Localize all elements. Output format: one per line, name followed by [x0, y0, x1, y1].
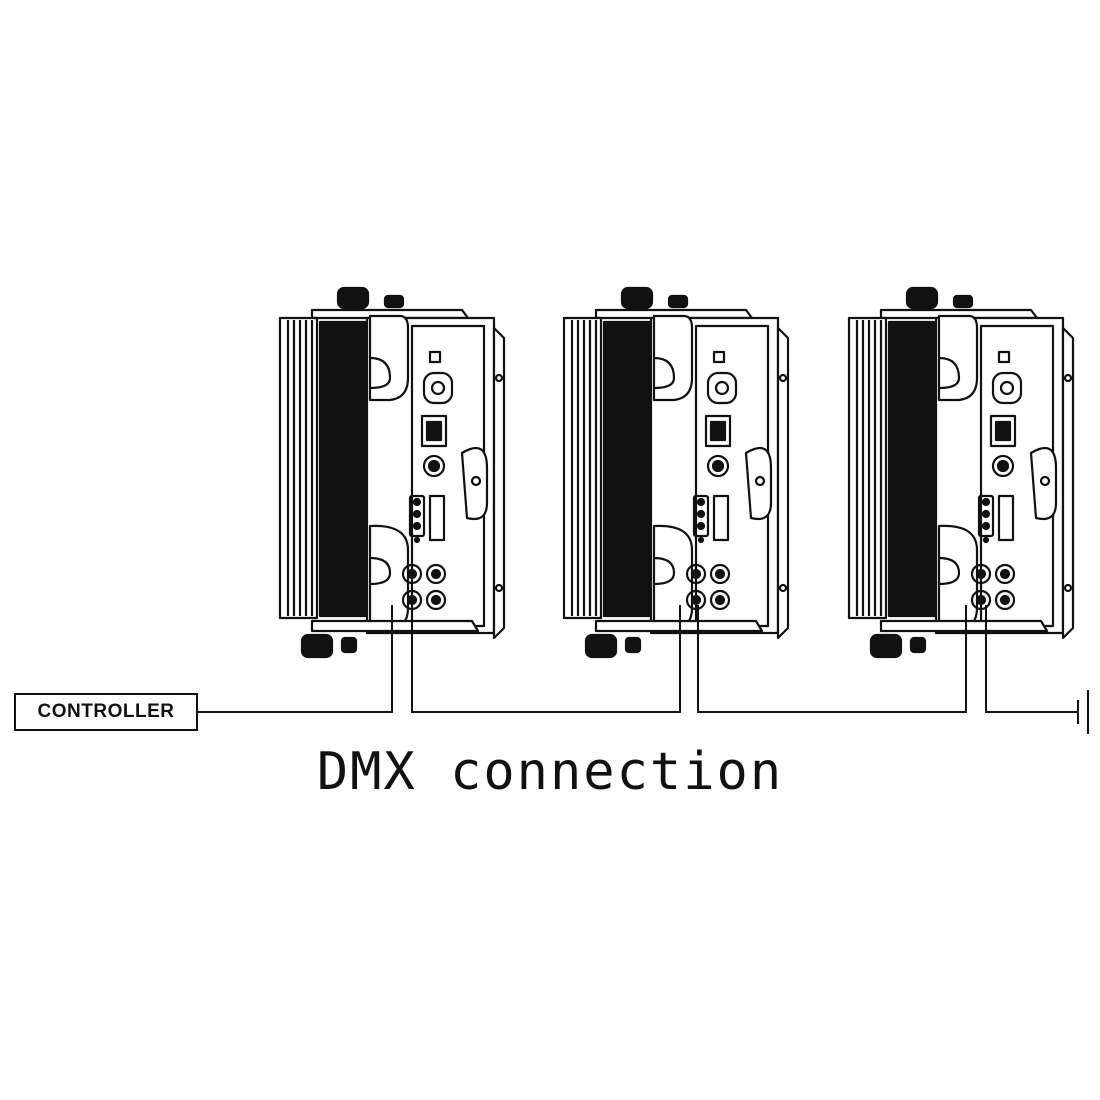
fixture-3 — [847, 286, 1075, 659]
fixture-3-to-terminator-cable — [985, 605, 1078, 713]
fixture-1-to-fixture-2-cable — [411, 605, 681, 713]
fixture-1 — [278, 286, 506, 659]
fixture-2 — [562, 286, 790, 659]
controller-to-fixture-1-cable — [198, 605, 393, 713]
controller-box: CONTROLLER — [14, 693, 198, 731]
diagram-caption: DMX connection — [316, 742, 784, 802]
fixture-2-to-fixture-3-cable — [697, 605, 967, 713]
dmx-terminator-icon — [1077, 690, 1089, 734]
